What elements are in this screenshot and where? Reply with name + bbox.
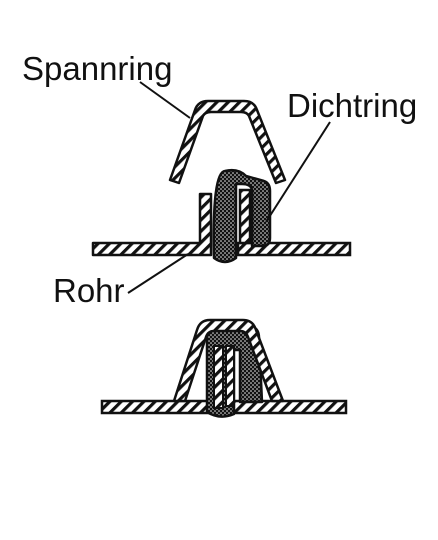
label-pipe: Rohr — [53, 272, 125, 309]
assembled-view — [100, 318, 348, 418]
sealing-ring-exploded — [212, 168, 272, 264]
exploded-view — [91, 99, 352, 264]
leader-line-sealing-ring — [265, 121, 331, 223]
pipe-flange-left-exploded — [91, 192, 213, 257]
pipe-inner-lip-left-assembled — [213, 345, 224, 409]
leader-line-clamp-ring — [139, 81, 191, 119]
leader-line-pipe — [127, 253, 189, 294]
pipe-inner-lip-right-assembled — [225, 345, 235, 407]
clamp-ring-exploded — [168, 99, 287, 185]
clamp-ring-assembled — [172, 318, 285, 403]
pipe-inner-lip-exploded — [238, 188, 252, 245]
leader-lines — [127, 81, 331, 294]
pipe-flange-left-assembled — [100, 399, 214, 415]
label-clamp-ring: Spannring — [22, 50, 172, 87]
label-sealing-ring: Dichtring — [287, 87, 417, 124]
